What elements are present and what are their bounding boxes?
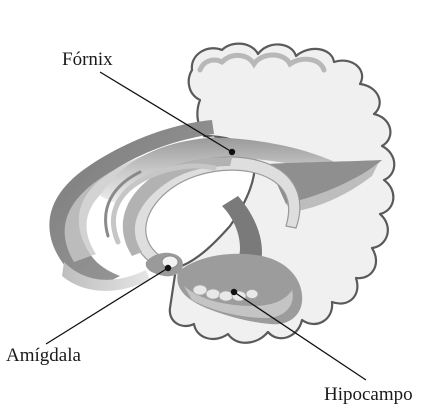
- amygdala-label: Amígdala: [6, 346, 81, 365]
- fornix-pointer-dot: [229, 149, 235, 155]
- fornix-label: Fórnix: [62, 50, 113, 69]
- hippocampus-pointer-dot: [231, 289, 237, 295]
- amygdala-pointer-dot: [165, 265, 171, 271]
- hippocampus-label: Hipocampo: [324, 385, 413, 404]
